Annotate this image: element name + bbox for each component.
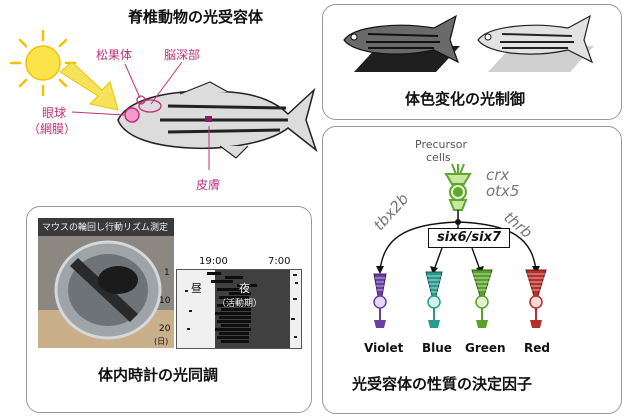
row-label-10: 10	[159, 296, 171, 306]
green-cone-icon	[471, 269, 493, 328]
vertebrate-title: 脊椎動物の光受容体	[128, 8, 264, 26]
row-label-1: 1	[164, 268, 170, 278]
cone-cells	[373, 269, 547, 328]
clock-title: 体内時計の光同調	[98, 366, 219, 384]
violet-cone-icon	[373, 273, 387, 328]
cone-label-red: Red	[524, 341, 550, 355]
time-right: 7:00	[268, 256, 291, 267]
six-gene-box: six6/six7	[428, 228, 510, 248]
red-cone-icon	[525, 269, 547, 328]
light-arrow-icon	[59, 61, 119, 111]
axis-unit: (日)	[154, 337, 169, 346]
active-label: （活動期）	[217, 299, 263, 309]
photoreceptor-title: 光受容体の性質の決定因子	[352, 375, 533, 393]
actogram: 昼 夜 （活動期）	[176, 269, 302, 349]
running-wheel-image	[38, 218, 174, 348]
lineage-arrows	[376, 219, 540, 274]
time-left: 19:00	[199, 256, 228, 267]
blue-cone-icon	[425, 271, 443, 328]
label-deep-brain: 脳深部	[164, 48, 201, 62]
fish-diagram	[117, 81, 318, 159]
label-retina: （網膜）	[28, 122, 77, 136]
gene-otx5: otx5	[486, 182, 520, 200]
cone-label-blue: Blue	[422, 341, 452, 355]
cone-label-violet: Violet	[364, 341, 404, 355]
cone-label-green: Green	[465, 341, 506, 355]
precursor-label: Precursor	[415, 138, 468, 151]
day-label: 昼	[191, 282, 202, 295]
gene-crx: crx	[486, 166, 510, 184]
body-color-title: 体色変化の光制御	[405, 90, 526, 108]
label-pineal: 松果体	[96, 48, 133, 62]
label-eye: 眼球	[42, 106, 67, 120]
precursor-label-2: cells	[426, 151, 451, 164]
label-skin: 皮膚	[196, 178, 221, 192]
row-label-20: 20	[159, 324, 171, 334]
night-label: 夜	[239, 282, 250, 295]
wheel-photo: マウスの輪回し行動リズム測定	[38, 218, 174, 348]
fish-pair-diagram	[343, 14, 594, 72]
photo-caption: マウスの輪回し行動リズム測定	[42, 223, 169, 233]
precursor-cell-icon	[444, 163, 472, 220]
activity-marks	[185, 272, 298, 343]
leader-lines	[71, 61, 210, 170]
